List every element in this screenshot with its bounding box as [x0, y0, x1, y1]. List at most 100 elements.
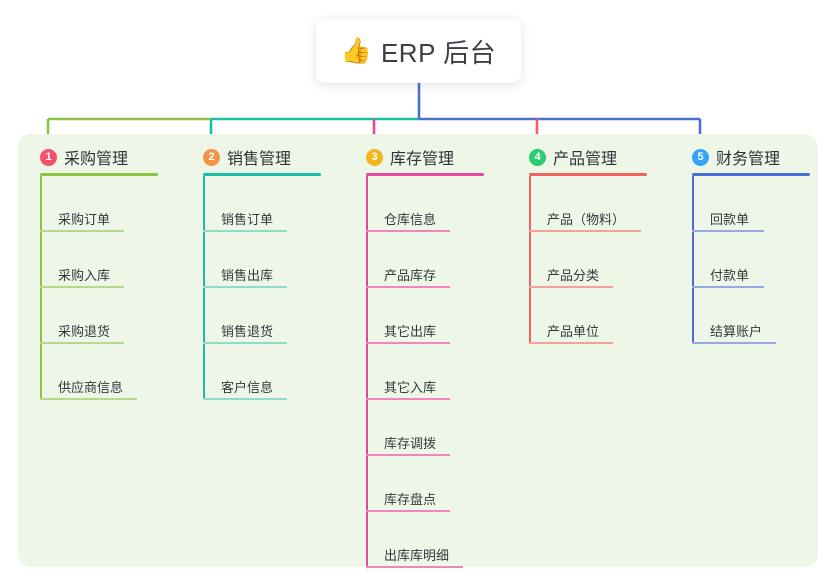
branch-title-3: 库存管理 — [390, 151, 455, 168]
leaf-item[interactable]: 其它入库 — [366, 344, 484, 400]
leaf-label: 其它出库 — [384, 324, 437, 339]
branch-badge-3: 3 — [366, 148, 383, 166]
leaf-label: 客户信息 — [221, 380, 274, 395]
branch-badge-2: 2 — [203, 148, 220, 166]
branch-column-4: 4 产品管理产品（物料） 产品分类产品单位 — [529, 146, 647, 344]
leaf-underline — [529, 286, 613, 288]
branch-underline-3 — [366, 173, 484, 176]
leaf-underline — [692, 342, 776, 344]
leaf-item[interactable]: 产品分类 — [529, 232, 647, 288]
leaf-item[interactable]: 产品库存 — [366, 232, 484, 288]
leaf-item[interactable]: 采购订单 — [40, 176, 158, 232]
leaf-item[interactable]: 采购入库 — [40, 232, 158, 288]
thumbs-up-icon: 👍 — [340, 36, 372, 65]
leaf-label: 产品分类 — [547, 268, 600, 283]
leaf-label: 销售出库 — [221, 268, 274, 283]
leaf-item[interactable]: 结算账户 — [692, 288, 810, 344]
branch-items-1: 采购订单采购入库采购退货供应商信息 — [40, 176, 158, 400]
branch-title-1: 采购管理 — [64, 151, 129, 168]
branch-items-3: 仓库信息产品库存其它出库其它入库库存调拨库存盘点出库库明细 — [366, 176, 484, 568]
leaf-item[interactable]: 付款单 — [692, 232, 810, 288]
branch-header-1[interactable]: 1 采购管理 — [40, 146, 158, 168]
leaf-underline — [366, 398, 450, 400]
branch-items-4: 产品（物料） 产品分类产品单位 — [529, 176, 647, 344]
leaf-underline — [366, 510, 450, 512]
leaf-item[interactable]: 销售订单 — [203, 176, 321, 232]
leaf-item[interactable]: 产品（物料） — [529, 176, 647, 232]
leaf-underline — [366, 286, 450, 288]
leaf-label: 销售订单 — [221, 212, 274, 227]
leaf-item[interactable]: 出库库明细 — [366, 512, 484, 568]
leaf-underline — [40, 286, 124, 288]
branch-header-4[interactable]: 4 产品管理 — [529, 146, 647, 168]
branch-spine-2 — [203, 176, 205, 400]
leaf-underline — [366, 454, 450, 456]
leaf-label: 产品库存 — [384, 268, 437, 283]
branch-spine-4 — [529, 176, 531, 344]
leaf-label: 采购订单 — [58, 212, 111, 227]
leaf-item[interactable]: 库存调拨 — [366, 400, 484, 456]
leaf-label: 采购退货 — [58, 324, 111, 339]
leaf-label: 销售退货 — [221, 324, 274, 339]
branch-title-2: 销售管理 — [227, 151, 292, 168]
branch-column-5: 5 财务管理回款单付款单结算账户 — [692, 146, 810, 344]
branch-badge-1: 1 — [40, 148, 57, 166]
leaf-underline — [529, 342, 613, 344]
leaf-item[interactable]: 其它出库 — [366, 288, 484, 344]
leaf-item[interactable]: 回款单 — [692, 176, 810, 232]
branches-panel — [18, 134, 818, 567]
leaf-underline — [203, 286, 287, 288]
branch-items-5: 回款单付款单结算账户 — [692, 176, 810, 344]
root-node[interactable]: 👍 ERP 后台 — [316, 19, 521, 83]
leaf-label: 付款单 — [710, 268, 750, 283]
leaf-underline — [366, 342, 450, 344]
leaf-item[interactable]: 采购退货 — [40, 288, 158, 344]
branch-underline-5 — [692, 173, 810, 176]
leaf-item[interactable]: 供应商信息 — [40, 344, 158, 400]
leaf-underline — [203, 342, 287, 344]
branch-spine-5 — [692, 176, 694, 344]
leaf-label: 其它入库 — [384, 380, 437, 395]
branch-underline-4 — [529, 173, 647, 176]
branch-items-2: 销售订单销售出库销售退货客户信息 — [203, 176, 321, 400]
branch-header-5[interactable]: 5 财务管理 — [692, 146, 810, 168]
leaf-underline — [692, 230, 764, 232]
branch-column-1: 1 采购管理采购订单采购入库采购退货供应商信息 — [40, 146, 158, 400]
leaf-item[interactable]: 客户信息 — [203, 344, 321, 400]
branch-spine-3 — [366, 176, 368, 568]
leaf-underline — [203, 230, 287, 232]
leaf-underline — [366, 230, 450, 232]
branch-column-2: 2 销售管理销售订单销售出库销售退货客户信息 — [203, 146, 321, 400]
leaf-item[interactable]: 产品单位 — [529, 288, 647, 344]
leaf-item[interactable]: 销售退货 — [203, 288, 321, 344]
branch-badge-4: 4 — [529, 148, 546, 166]
leaf-item[interactable]: 库存盘点 — [366, 456, 484, 512]
leaf-label: 库存盘点 — [384, 492, 437, 507]
branch-header-2[interactable]: 2 销售管理 — [203, 146, 321, 168]
root-title: ERP 后台 — [380, 37, 497, 68]
leaf-underline — [40, 398, 137, 400]
branch-title-4: 产品管理 — [553, 151, 618, 168]
leaf-label: 仓库信息 — [384, 212, 437, 227]
branch-spine-1 — [40, 176, 42, 400]
leaf-label: 产品（物料） — [547, 212, 626, 227]
leaf-underline — [692, 286, 764, 288]
leaf-item[interactable]: 仓库信息 — [366, 176, 484, 232]
leaf-label: 产品单位 — [547, 324, 600, 339]
leaf-underline — [529, 230, 641, 232]
leaf-label: 采购入库 — [58, 268, 111, 283]
branch-column-3: 3 库存管理仓库信息产品库存其它出库其它入库库存调拨库存盘点出库库明细 — [366, 146, 484, 568]
leaf-underline — [366, 566, 463, 568]
leaf-item[interactable]: 销售出库 — [203, 232, 321, 288]
leaf-underline — [40, 230, 124, 232]
branch-header-3[interactable]: 3 库存管理 — [366, 146, 484, 168]
leaf-underline — [40, 342, 124, 344]
branch-badge-5: 5 — [692, 148, 709, 166]
leaf-label: 库存调拨 — [384, 436, 437, 451]
branch-underline-1 — [40, 173, 158, 176]
leaf-label: 结算账户 — [710, 324, 763, 339]
leaf-label: 回款单 — [710, 212, 750, 227]
branch-underline-2 — [203, 173, 321, 176]
branch-title-5: 财务管理 — [716, 151, 781, 168]
